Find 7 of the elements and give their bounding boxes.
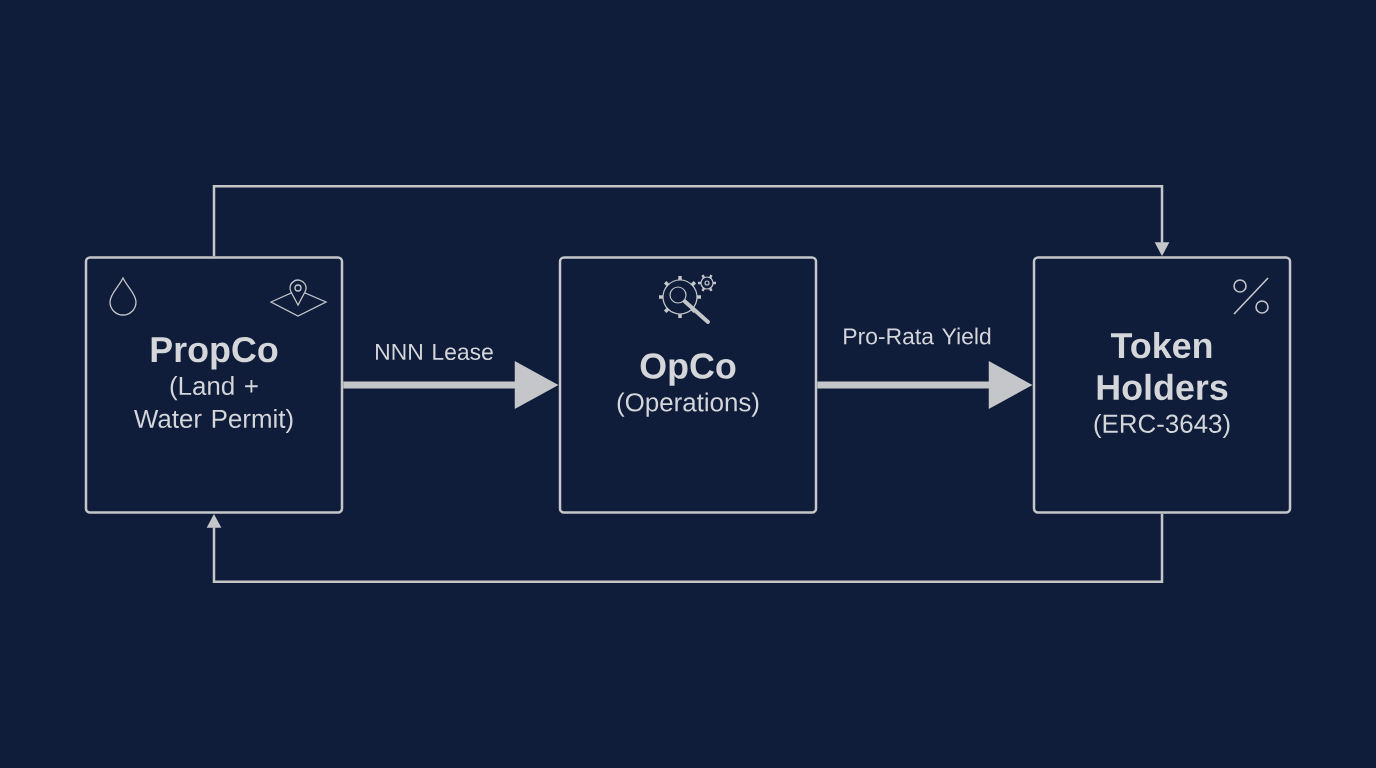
entity-box: PropCo (Land + Water Permit) <box>84 256 344 514</box>
entity-box: Token Holders (ERC-3643) <box>1032 256 1292 514</box>
entity-box: OpCo (Operations) <box>558 256 818 514</box>
edge-label: NNN Lease <box>376 344 493 360</box>
arrow <box>206 513 1164 583</box>
arrow <box>212 185 1170 257</box>
edge-label: Pro-Rata Yield <box>844 327 991 345</box>
